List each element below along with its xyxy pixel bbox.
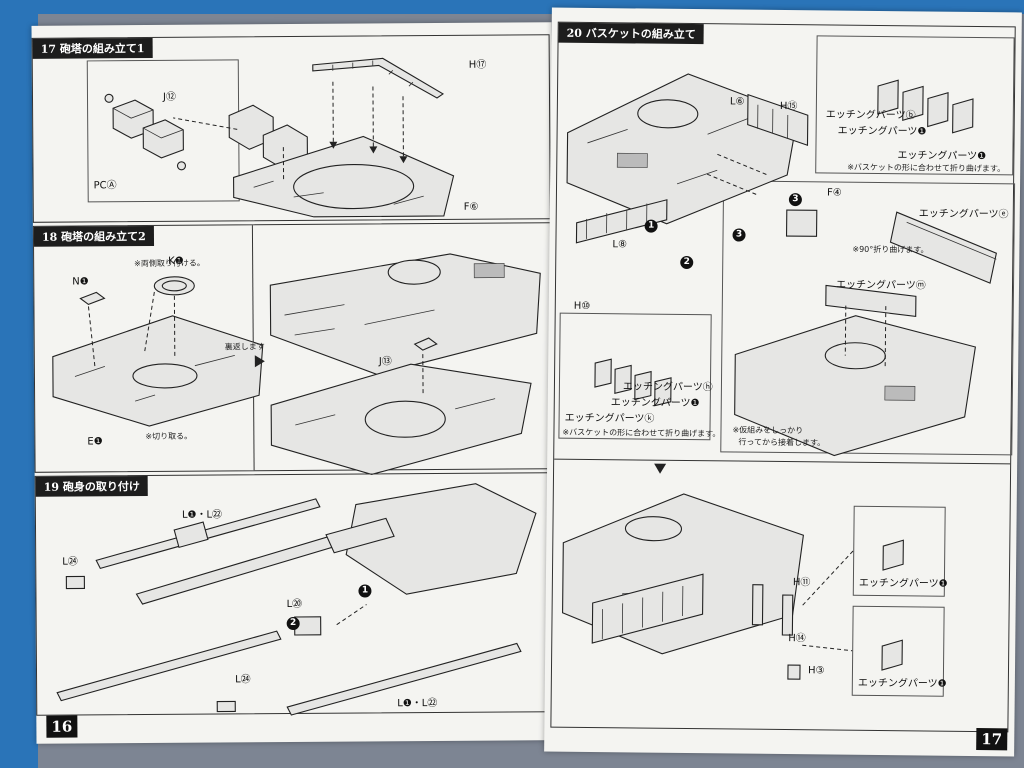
step-badge-1: 1 (358, 584, 372, 598)
label-etch-k: エッチングパーツⓚ (564, 412, 655, 425)
barrel-bottom-left (56, 630, 282, 702)
section-20: 20 バスケットの組み立て (550, 21, 1016, 733)
part-f4 (785, 209, 818, 237)
etch-final-parts (881, 539, 904, 671)
part-l24-top (65, 575, 85, 590)
turret-bottom-view (270, 337, 532, 476)
turret-hull (233, 135, 455, 218)
top-rail-h17 (312, 57, 445, 99)
barrel-top (95, 498, 321, 570)
page-number-right: 17 (976, 728, 1008, 751)
part-l24-bottom (216, 700, 236, 713)
label-l24: L㉔ (62, 556, 78, 568)
note-continue: 裏返します (224, 342, 265, 352)
note-both-sides: ※両側取り付ける。 (134, 258, 205, 269)
label-f4: F④ (826, 187, 842, 199)
part-j12-drawing (104, 93, 187, 171)
label-f6: F⑥ (463, 201, 479, 213)
label-etch-final2: エッチングパーツ❶ (857, 677, 947, 690)
label-h14: H⑭ (788, 633, 806, 645)
step-badge-2: 2 (286, 616, 300, 631)
left-page: 17 砲塔の組み立て1 (31, 22, 557, 744)
step-badge-3b: 3 (732, 228, 746, 242)
label-etch-m: エッチングパーツⓜ (835, 279, 926, 292)
label-l24-bottom: L㉔ (235, 674, 251, 686)
label-j12: J⑫ (162, 91, 176, 103)
turret-lower-inset (734, 305, 976, 457)
section-17: 17 砲塔の組み立て1 (31, 34, 551, 223)
turret-upper (566, 73, 799, 225)
right-page: 20 バスケットの組み立て (544, 7, 1022, 757)
step-badge-3a: 3 (788, 193, 802, 207)
label-n1: N❶ (72, 276, 89, 288)
basket-frame-upper (575, 93, 809, 244)
down-arrow (654, 463, 667, 474)
section-20-illustration (562, 73, 997, 680)
label-etch-h: エッチングパーツⓗ (622, 381, 713, 394)
step-badge-2: 2 (680, 255, 694, 270)
note-bend1: ※バスケットの形に合わせて折り曲げます。 (847, 162, 1006, 174)
label-etch-b: エッチングパーツⓑ (825, 109, 916, 122)
label-h11: H⑪ (792, 577, 811, 589)
section-19-illustration (56, 483, 537, 716)
label-etch-i2: エッチングパーツ❶ (610, 397, 700, 410)
label-etch-final1: エッチングパーツ❶ (858, 577, 948, 590)
page-number-left: 16 (46, 715, 78, 738)
etch-sheets-top (877, 79, 974, 134)
label-l-top: L❶・L㉒ (181, 509, 223, 521)
etch-strip-m (825, 284, 917, 318)
part-n1 (79, 291, 106, 306)
part-h3 (787, 664, 801, 680)
turret-final (562, 493, 805, 655)
label-l20: L⑳ (286, 598, 303, 611)
label-h10: H⑩ (573, 300, 591, 312)
label-etch-j: エッチングパーツ❶ (897, 150, 987, 163)
label-j13: J⑬ (378, 356, 392, 368)
ring-k1 (153, 276, 195, 296)
label-l-bottom: L❶・L㉒ (397, 698, 438, 710)
note-temp: ※仮組みをしっかり (732, 425, 804, 436)
part-j13 (413, 337, 438, 351)
note-bend90: ※90°折り曲げます。 (852, 244, 929, 255)
note-bend2: ※バスケットの形に合わせて折り曲げます。 (562, 427, 721, 439)
note-cut: ※切り取る。 (145, 431, 193, 442)
label-h15: H⑮ (779, 100, 798, 113)
label-pc: PCⒶ (93, 180, 117, 192)
section-18: 18 砲塔の組み立て2 (32, 222, 553, 476)
etch-sheets-left (594, 358, 672, 407)
label-h3: H③ (807, 665, 825, 677)
step-badge-1: 1 (644, 219, 658, 233)
label-e1: E❶ (87, 436, 103, 448)
section-17-illustration (104, 57, 455, 218)
note-temp2: 行ってから接着します。 (738, 437, 826, 448)
label-h17: H⑰ (468, 59, 487, 71)
barrel-bottom-right (286, 642, 522, 716)
hull-e1 (52, 315, 264, 427)
basket-rail-h11 (751, 584, 794, 636)
label-l8: L⑧ (612, 239, 628, 251)
section-18-illustration (52, 253, 541, 476)
label-etch-e: エッチングパーツⓔ (918, 208, 1009, 221)
label-etch-i: エッチングパーツ❶ (837, 125, 927, 138)
label-l6: L⑥ (729, 96, 745, 108)
etch-strip-e (889, 211, 997, 284)
turret-with-barrel (325, 483, 537, 595)
section-19: 19 砲身の取り付け L❶・L㉒ L㉔ (34, 472, 555, 716)
turret-top-view (269, 253, 541, 375)
